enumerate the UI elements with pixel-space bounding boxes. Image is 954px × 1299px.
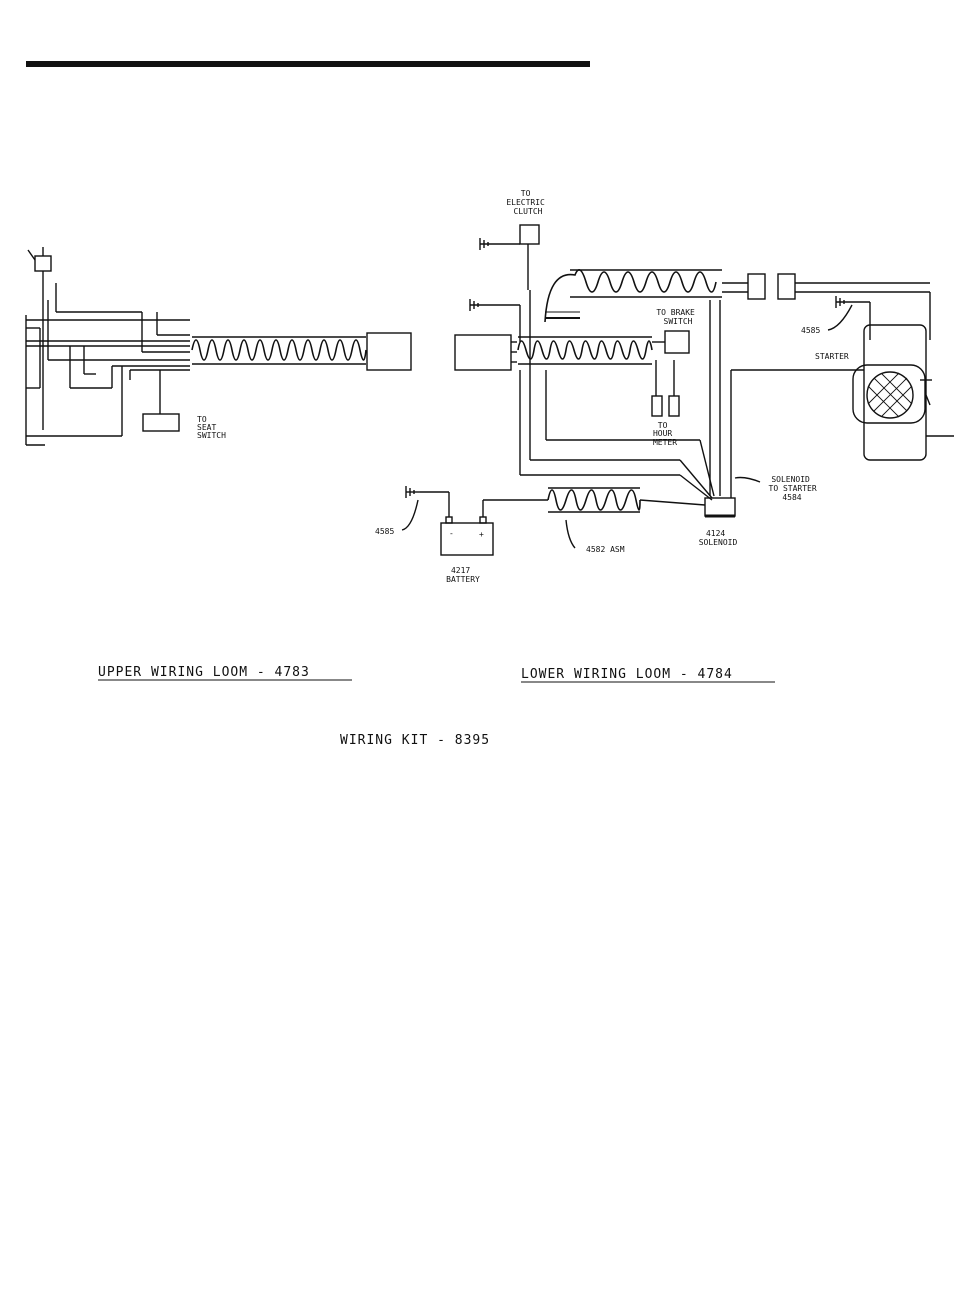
label-seat-switch: TO SEAT SWITCH — [197, 415, 226, 440]
label-cable-asm: 4582 ASM — [586, 545, 625, 554]
label-brake-switch: TO BRAKE SWITCH — [656, 308, 699, 326]
starter-motor — [863, 324, 927, 461]
lower-harness-connector — [454, 334, 512, 371]
upper-harness-connector — [366, 332, 412, 371]
header-rule — [26, 61, 590, 67]
hour-meter-connector-b — [668, 395, 680, 417]
battery — [440, 522, 494, 556]
label-ground-4585-right: 4585 — [801, 326, 820, 335]
label-starter: STARTER — [815, 352, 849, 361]
solenoid — [704, 497, 736, 517]
brake-switch-connector — [664, 330, 690, 354]
upper-harness-sleeve — [191, 339, 367, 361]
label-solenoid-to-starter: SOLENOID TO STARTER 4584 — [769, 475, 822, 502]
starter-fan — [866, 371, 914, 419]
upper-coil-run — [544, 269, 717, 323]
battery-negative-mark: - — [449, 529, 454, 538]
inline-connector-right — [777, 273, 796, 300]
caption-upper-loom: UPPER WIRING LOOM - 4783 — [98, 665, 310, 680]
caption-lower-loom: LOWER WIRING LOOM - 4784 — [521, 667, 733, 682]
label-ground-4585-left: 4585 — [375, 527, 394, 536]
label-solenoid: 4124 SOLENOID — [699, 529, 738, 547]
inline-connector-left — [747, 273, 766, 300]
label-hour-meter: TO HOUR METER — [653, 421, 677, 447]
label-battery: 4217 BATTERY — [446, 566, 480, 584]
lower-loom-wiring — [401, 224, 954, 556]
upper-loom-wiring — [25, 247, 412, 446]
hour-meter-connector-a — [651, 395, 663, 417]
electric-clutch-connector — [519, 224, 540, 245]
label-electric-clutch: TO ELECTRIC CLUTCH — [506, 189, 549, 216]
seat-switch-connector — [142, 413, 180, 432]
battery-positive-mark: + — [479, 530, 484, 539]
battery-cable-coil — [547, 489, 641, 511]
caption-wiring-kit: WIRING KIT - 8395 — [340, 733, 490, 748]
lower-harness-sleeve — [517, 340, 653, 360]
key-switch-connector — [34, 255, 52, 272]
starter-fan-hatch — [867, 372, 913, 418]
